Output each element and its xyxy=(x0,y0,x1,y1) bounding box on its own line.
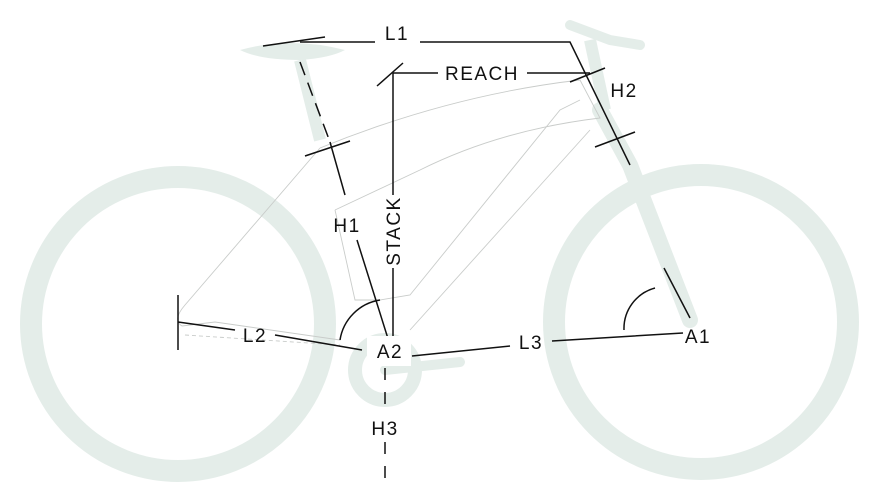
l1-label: L1 xyxy=(385,24,409,45)
stack-label: STACK xyxy=(384,196,405,265)
a2-arc xyxy=(339,299,381,341)
l1-line xyxy=(300,41,631,166)
h1-label: H1 xyxy=(333,216,360,237)
bike-silhouette xyxy=(20,20,859,482)
h1-dashed-line xyxy=(299,61,331,143)
saddle xyxy=(240,43,345,60)
a1-label: A1 xyxy=(685,327,711,348)
l3-line xyxy=(411,332,684,357)
a1-arc xyxy=(623,287,656,331)
frame-outline xyxy=(177,79,601,346)
l3-label: L3 xyxy=(519,333,543,354)
front-wheel xyxy=(543,164,859,480)
rear-wheel xyxy=(20,166,336,482)
l2-line xyxy=(177,321,363,351)
h1-tick xyxy=(304,140,351,157)
a1-line xyxy=(663,267,691,319)
h2-tick-bottom xyxy=(594,131,636,148)
stem xyxy=(584,38,611,112)
a2-label: A2 xyxy=(377,342,403,363)
h3-label: H3 xyxy=(371,419,398,440)
reach-tick xyxy=(376,62,404,87)
h2-tick-top xyxy=(569,67,606,83)
a2-label-bg xyxy=(367,336,411,366)
h2-label: H2 xyxy=(610,81,637,102)
l1-tick xyxy=(262,36,326,47)
reach-label: REACH xyxy=(445,64,519,85)
handlebar xyxy=(565,20,645,50)
seatpost xyxy=(294,58,326,142)
l2-label: L2 xyxy=(243,326,267,347)
h1-line xyxy=(329,141,391,346)
crank-arm xyxy=(380,357,465,375)
dimension-lines xyxy=(177,36,691,490)
